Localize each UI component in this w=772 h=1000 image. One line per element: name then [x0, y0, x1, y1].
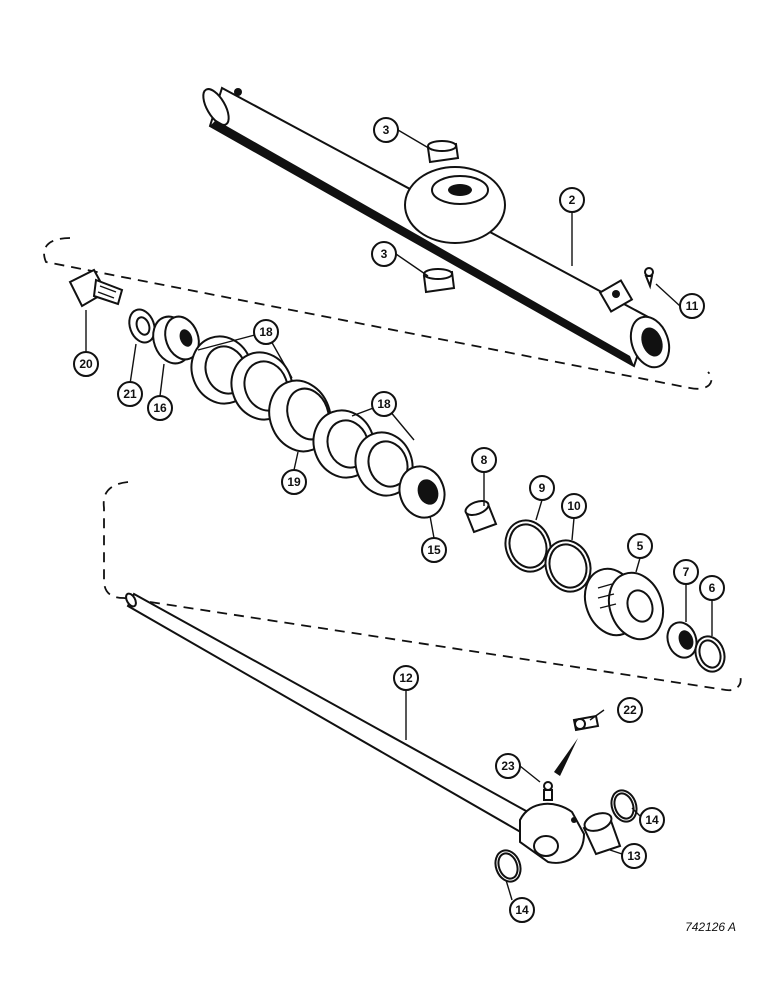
bolt [68, 268, 124, 308]
backup-ring [544, 539, 592, 593]
callout-c14a: 14 [639, 807, 665, 833]
callout-label: 16 [153, 401, 167, 415]
callout-label: 7 [683, 565, 690, 579]
callout-c9: 9 [529, 475, 555, 501]
cylinder-barrel [202, 86, 671, 369]
callout-label: 12 [399, 671, 413, 685]
assembly-outline-lower [102, 481, 742, 692]
gland [583, 567, 665, 641]
callout-label: 14 [515, 903, 529, 917]
callout-label: 13 [627, 849, 641, 863]
callout-c11: 11 [679, 293, 705, 319]
bushing-lower [422, 268, 456, 294]
callout-label: 18 [259, 325, 273, 339]
callout-c18a: 18 [253, 319, 279, 345]
callout-label: 21 [123, 387, 137, 401]
spacer [398, 465, 446, 519]
callout-c5: 5 [627, 533, 653, 559]
callout-c3b: 3 [371, 241, 397, 267]
piston-nut [152, 315, 200, 365]
callout-c23: 23 [495, 753, 521, 779]
callout-label: 11 [686, 299, 699, 313]
callout-c13: 13 [621, 843, 647, 869]
callout-label: 3 [383, 123, 390, 137]
retaining-ring-upper [610, 789, 638, 823]
fitting [644, 267, 654, 290]
callout-c15: 15 [421, 537, 447, 563]
grease-fitting [543, 781, 553, 801]
callout-c8: 8 [471, 447, 497, 473]
callout-label: 15 [427, 543, 441, 557]
washer [128, 308, 156, 344]
callout-label: 3 [381, 247, 388, 261]
o-ring [504, 519, 552, 573]
callout-c19: 19 [281, 469, 307, 495]
callout-c21: 21 [117, 381, 143, 407]
callout-label: 19 [287, 475, 301, 489]
callout-c7: 7 [673, 559, 699, 585]
callout-label: 22 [623, 703, 637, 717]
callout-label: 9 [539, 481, 546, 495]
callout-c20: 20 [73, 351, 99, 377]
callout-label: 5 [637, 539, 644, 553]
callout-c14b: 14 [509, 897, 535, 923]
leader-lines [85, 129, 713, 901]
callout-c22: 22 [617, 697, 643, 723]
callout-c16: 16 [147, 395, 173, 421]
callout-label: 23 [501, 759, 515, 773]
pivot-bushing [582, 812, 622, 856]
callout-label: 20 [79, 357, 93, 371]
callout-c12: 12 [393, 665, 419, 691]
callout-c18b: 18 [371, 391, 397, 417]
piston-rod [125, 592, 586, 864]
callout-label: 2 [569, 193, 576, 207]
callout-c6: 6 [699, 575, 725, 601]
callout-label: 6 [709, 581, 716, 595]
callout-c10: 10 [561, 493, 587, 519]
snap-ring [694, 635, 726, 673]
callout-label: 10 [567, 499, 581, 513]
wiper [666, 621, 698, 659]
rod-bushing [464, 500, 498, 534]
callout-label: 14 [645, 813, 659, 827]
callout-label: 18 [377, 397, 391, 411]
callout-c3a: 3 [373, 117, 399, 143]
drawing-number: 742126 A [685, 920, 736, 934]
callout-c2: 2 [559, 187, 585, 213]
elbow-fitting [554, 714, 600, 776]
seal-set-lower [312, 409, 414, 497]
retaining-ring-lower [494, 849, 522, 883]
bushing-upper [426, 140, 460, 164]
callout-label: 8 [481, 453, 488, 467]
